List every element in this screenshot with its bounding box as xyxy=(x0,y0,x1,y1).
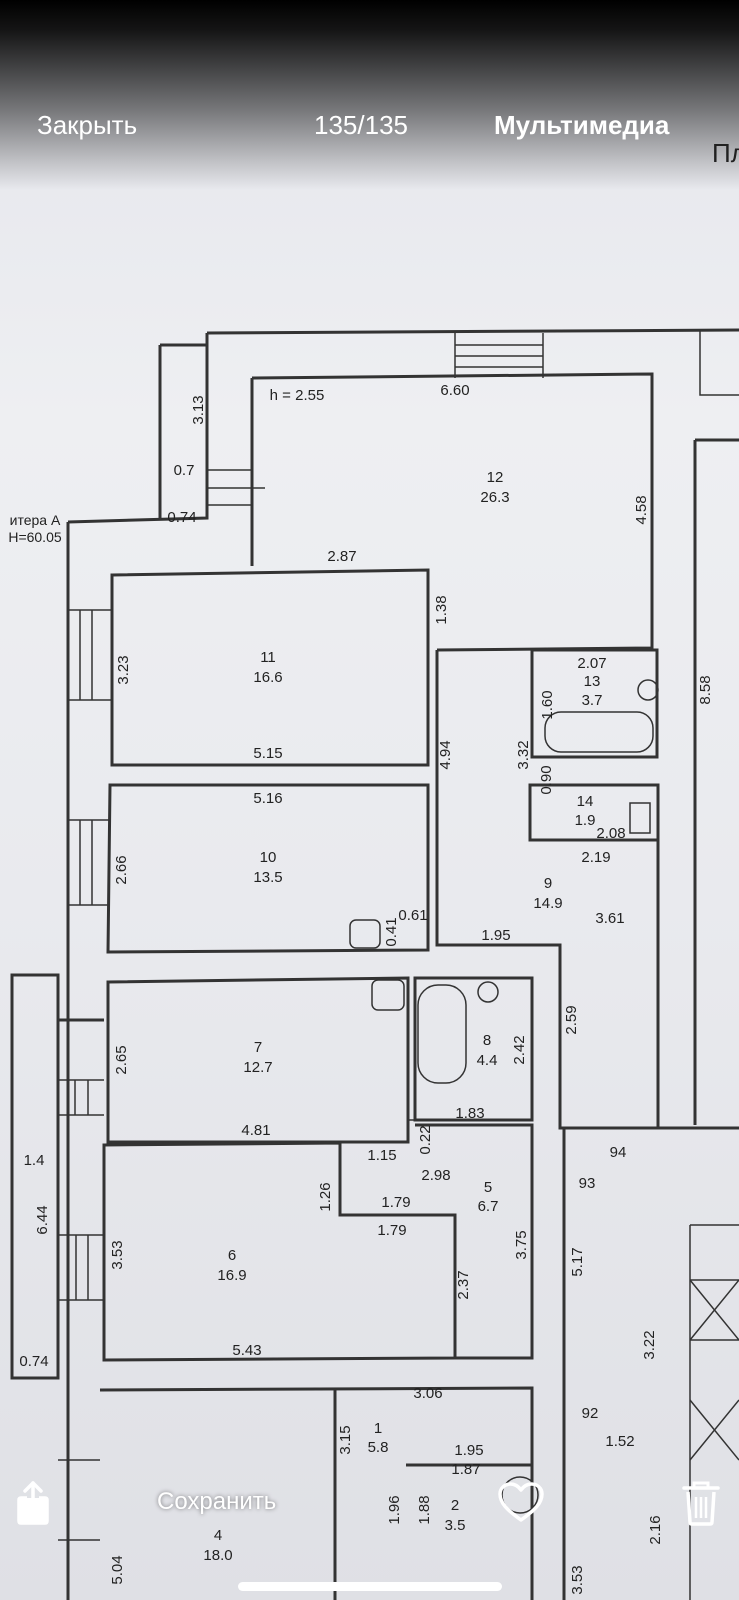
svg-text:3.06: 3.06 xyxy=(413,1385,442,1402)
close-button[interactable]: Закрыть xyxy=(37,110,138,140)
save-button[interactable]: Сохранить xyxy=(157,1488,277,1515)
svg-text:2.59: 2.59 xyxy=(563,1005,580,1034)
svg-text:3.22: 3.22 xyxy=(641,1330,658,1359)
svg-text:1.60: 1.60 xyxy=(539,690,556,719)
svg-text:5: 5 xyxy=(484,1179,492,1196)
svg-text:14: 14 xyxy=(577,793,594,810)
svg-text:11: 11 xyxy=(260,649,276,666)
svg-text:7: 7 xyxy=(254,1039,262,1056)
svg-text:8: 8 xyxy=(483,1032,491,1049)
svg-text:3.23: 3.23 xyxy=(115,655,132,684)
svg-text:2.19: 2.19 xyxy=(581,849,610,866)
svg-text:2.07: 2.07 xyxy=(577,655,606,672)
svg-text:3.5: 3.5 xyxy=(445,1517,466,1534)
svg-text:3.61: 3.61 xyxy=(595,910,624,927)
svg-text:2.65: 2.65 xyxy=(113,1045,130,1074)
svg-text:13: 13 xyxy=(584,673,601,690)
h-mark-label: Н=60.05 xyxy=(8,529,62,545)
svg-text:5.8: 5.8 xyxy=(368,1439,389,1456)
multimedia-button[interactable]: Мультимедиа xyxy=(494,110,670,140)
svg-text:4.4: 4.4 xyxy=(477,1052,498,1069)
svg-text:3.75: 3.75 xyxy=(513,1230,530,1259)
svg-text:12.7: 12.7 xyxy=(243,1059,272,1076)
svg-text:0.22: 0.22 xyxy=(417,1125,434,1154)
svg-text:0.74: 0.74 xyxy=(19,1353,48,1370)
svg-text:1.83: 1.83 xyxy=(455,1105,484,1122)
svg-text:1.95: 1.95 xyxy=(454,1442,483,1459)
svg-text:93: 93 xyxy=(579,1175,596,1192)
svg-text:6.44: 6.44 xyxy=(34,1205,51,1234)
svg-text:0.74: 0.74 xyxy=(167,509,196,526)
image-counter: 135/135 xyxy=(314,110,408,140)
svg-text:16.9: 16.9 xyxy=(217,1267,246,1284)
svg-text:1.87: 1.87 xyxy=(451,1461,480,1478)
svg-text:13.5: 13.5 xyxy=(253,869,282,886)
svg-text:3.53: 3.53 xyxy=(109,1240,126,1269)
svg-text:1.79: 1.79 xyxy=(377,1222,406,1239)
svg-text:5.15: 5.15 xyxy=(253,745,282,762)
svg-text:8.58: 8.58 xyxy=(697,675,714,704)
viewer-bottom-bar: Сохранить xyxy=(0,1480,739,1600)
svg-text:26.3: 26.3 xyxy=(480,489,509,506)
svg-text:1.4: 1.4 xyxy=(24,1152,45,1169)
svg-text:0.61: 0.61 xyxy=(398,907,427,924)
svg-text:2.98: 2.98 xyxy=(421,1167,450,1184)
svg-text:h = 2.55: h = 2.55 xyxy=(270,387,325,404)
svg-text:1: 1 xyxy=(374,1420,382,1437)
viewer-top-bar: Закрыть 135/135 Мультимедиа xyxy=(0,100,739,150)
trash-icon[interactable] xyxy=(681,1480,721,1526)
svg-text:4.81: 4.81 xyxy=(241,1122,270,1139)
svg-text:2.42: 2.42 xyxy=(511,1035,528,1064)
svg-text:5.04: 5.04 xyxy=(109,1555,126,1584)
svg-text:4.94: 4.94 xyxy=(437,740,454,769)
svg-text:4: 4 xyxy=(214,1527,222,1544)
heart-icon[interactable] xyxy=(497,1482,545,1524)
svg-text:1.15: 1.15 xyxy=(367,1147,396,1164)
svg-text:1.9: 1.9 xyxy=(575,812,596,829)
svg-text:10: 10 xyxy=(260,849,277,866)
svg-text:14.9: 14.9 xyxy=(533,895,562,912)
svg-text:1.95: 1.95 xyxy=(481,927,510,944)
svg-text:2.87: 2.87 xyxy=(327,548,356,565)
share-icon[interactable] xyxy=(16,1480,50,1526)
svg-text:9: 9 xyxy=(544,875,552,892)
svg-text:3.7: 3.7 xyxy=(582,692,603,709)
svg-text:12: 12 xyxy=(487,469,504,486)
svg-text:3.32: 3.32 xyxy=(515,740,532,769)
home-indicator xyxy=(238,1582,502,1591)
svg-text:1.26: 1.26 xyxy=(317,1182,334,1211)
svg-text:1.38: 1.38 xyxy=(433,595,450,624)
svg-text:3.53: 3.53 xyxy=(569,1565,586,1594)
svg-text:6: 6 xyxy=(228,1247,236,1264)
svg-text:3.15: 3.15 xyxy=(337,1425,354,1454)
svg-text:1.79: 1.79 xyxy=(381,1194,410,1211)
svg-text:2.66: 2.66 xyxy=(113,855,130,884)
svg-text:0.90: 0.90 xyxy=(538,765,555,794)
svg-text:5.43: 5.43 xyxy=(232,1342,261,1359)
svg-text:0.41: 0.41 xyxy=(383,917,400,946)
svg-text:94: 94 xyxy=(610,1144,627,1161)
svg-text:3.13: 3.13 xyxy=(190,395,207,424)
litera-label: итера А xyxy=(10,512,61,528)
svg-text:2.08: 2.08 xyxy=(596,825,625,842)
svg-text:16.6: 16.6 xyxy=(253,669,282,686)
svg-text:2: 2 xyxy=(451,1497,459,1514)
svg-text:6.60: 6.60 xyxy=(440,382,469,399)
svg-text:18.0: 18.0 xyxy=(203,1547,232,1564)
svg-text:2.37: 2.37 xyxy=(455,1270,472,1299)
svg-text:1.96: 1.96 xyxy=(386,1495,403,1524)
top-gradient xyxy=(0,0,739,190)
svg-text:5.16: 5.16 xyxy=(253,790,282,807)
svg-text:1.88: 1.88 xyxy=(416,1495,433,1524)
svg-text:92: 92 xyxy=(582,1405,599,1422)
svg-text:4.58: 4.58 xyxy=(633,495,650,524)
svg-text:1.52: 1.52 xyxy=(605,1433,634,1450)
svg-text:2.16: 2.16 xyxy=(647,1515,664,1544)
svg-text:5.17: 5.17 xyxy=(569,1247,586,1276)
svg-text:6.7: 6.7 xyxy=(478,1198,499,1215)
svg-text:0.7: 0.7 xyxy=(174,462,195,479)
